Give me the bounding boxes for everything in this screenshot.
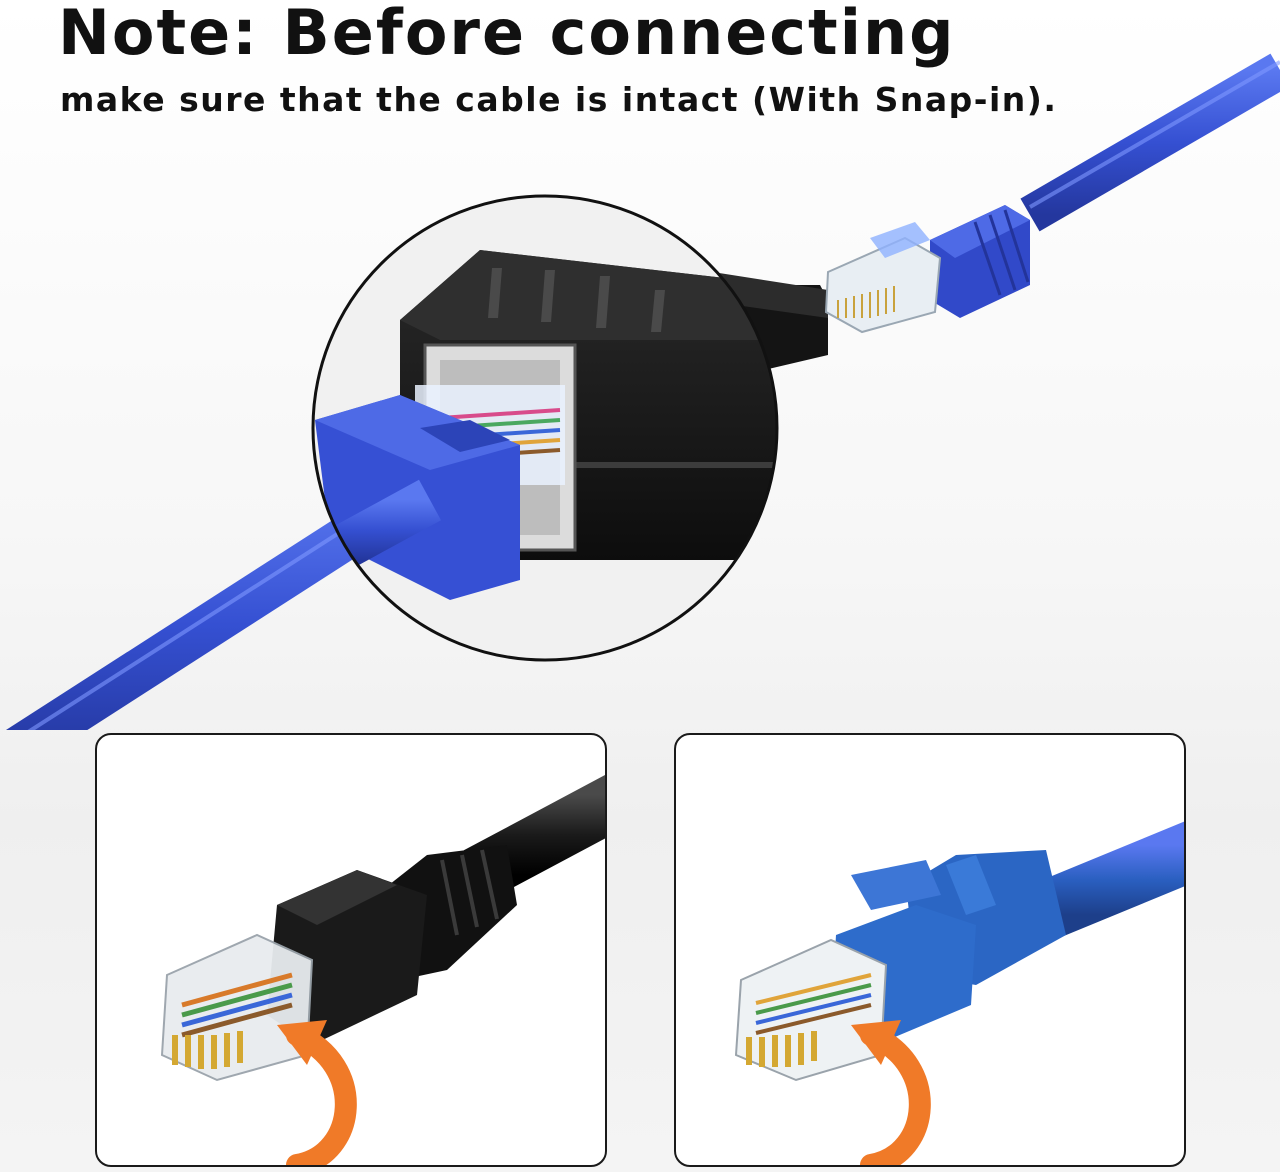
page-title: Note: Before connecting — [58, 0, 956, 69]
blue-rj45-plug — [824, 205, 1030, 334]
magnifier-circle — [311, 194, 779, 662]
main-illustration — [5, 53, 1280, 730]
black-rj45-illustration — [160, 775, 605, 1165]
blue-cable-panel — [674, 733, 1186, 1167]
orange-arrow-icon — [851, 1020, 901, 1065]
blue-rj45-illustration — [734, 821, 1184, 1165]
orange-arrow-icon — [277, 1020, 327, 1065]
black-cable-panel — [95, 733, 607, 1167]
page-subtitle: make sure that the cable is intact (With… — [60, 80, 1058, 119]
blue-cable-right — [1020, 53, 1280, 232]
